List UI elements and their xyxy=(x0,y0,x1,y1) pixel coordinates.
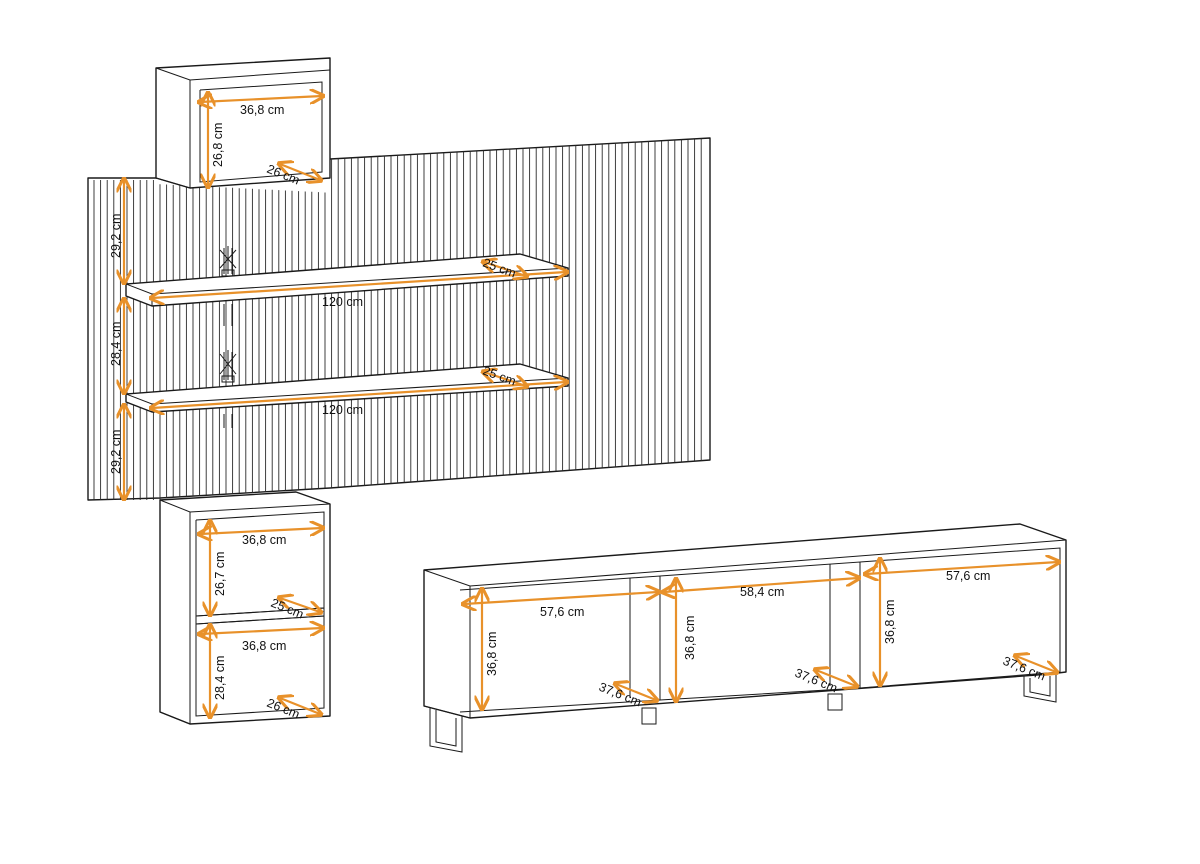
dim-line-top-box-depth xyxy=(280,164,320,180)
dim-line-tv-c3-width xyxy=(866,562,1058,574)
dimension-lines xyxy=(124,94,1058,716)
label-tv-c3-height: 36,8 cm xyxy=(883,600,897,644)
label-top-box-height: 26,8 cm xyxy=(211,123,225,167)
slatted-wall-panel xyxy=(87,137,711,501)
label-cab-lower-width: 36,8 cm xyxy=(242,639,286,653)
label-shelf2-width: 120 cm xyxy=(322,403,363,417)
label-gap-top: 29,2 cm xyxy=(109,214,123,258)
label-cab-upper-width: 36,8 cm xyxy=(242,533,286,547)
label-cab-lower-height: 28,4 cm xyxy=(213,656,227,700)
label-tv-c1-height: 36,8 cm xyxy=(485,632,499,676)
dim-line-shelf1-depth xyxy=(484,262,526,276)
dim-line-tv-c1-depth xyxy=(616,684,656,700)
dim-line-tv-c2-width xyxy=(664,578,858,592)
label-cab-upper-height: 26,7 cm xyxy=(213,552,227,596)
dim-line-cab-lower-width xyxy=(200,628,322,634)
dim-line-cab-upper-width xyxy=(200,528,322,534)
label-shelf1-width: 120 cm xyxy=(322,295,363,309)
dim-line-tv-c3-depth xyxy=(1016,656,1056,672)
label-tv-c2-width: 58,4 cm xyxy=(740,585,784,599)
tv-stand-legs xyxy=(429,674,1057,753)
dim-line-tv-c1-width xyxy=(464,592,658,604)
label-tv-c1-width: 57,6 cm xyxy=(540,605,584,619)
label-gap-bottom: 29,2 cm xyxy=(109,430,123,474)
dim-line-tv-c2-depth xyxy=(816,670,856,686)
dim-line-shelf2-depth xyxy=(484,372,526,386)
dim-line-cab-lower-depth xyxy=(280,698,320,714)
label-tv-c2-height: 36,8 cm xyxy=(683,616,697,660)
tv-stand xyxy=(423,523,1067,753)
label-gap-mid: 28,4 cm xyxy=(109,322,123,366)
dim-line-top-box-width xyxy=(200,96,322,102)
top-box-shelf xyxy=(155,57,331,189)
label-top-box-width: 36,8 cm xyxy=(240,103,284,117)
label-tv-c3-width: 57,6 cm xyxy=(946,569,990,583)
dim-line-cab-upper-depth xyxy=(280,598,320,612)
